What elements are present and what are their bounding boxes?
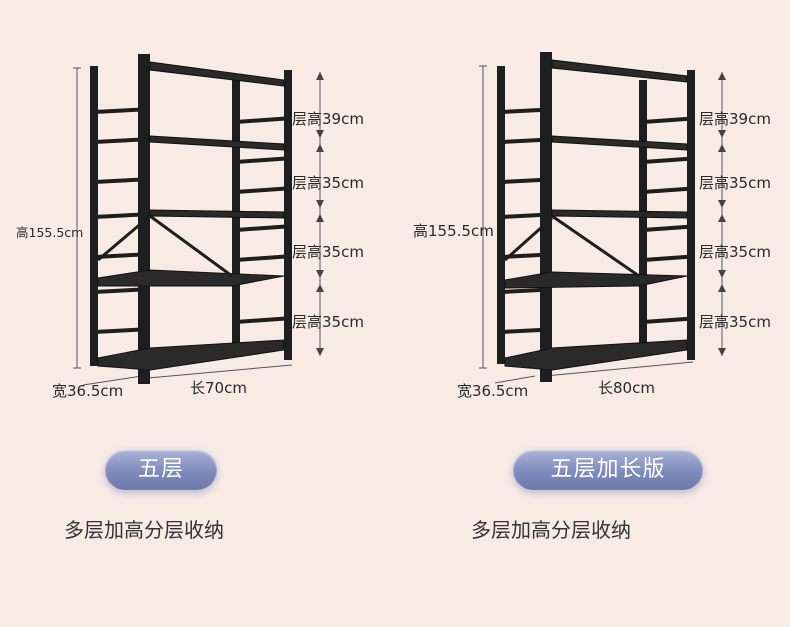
layer-height-label: 层高35cm — [292, 243, 364, 261]
layer-height-label: 层高35cm — [699, 174, 771, 192]
layer-height-label: 层高35cm — [699, 243, 771, 261]
height-label: 高155.5cm — [16, 225, 84, 240]
length-label: 长70cm — [190, 379, 247, 397]
layer-height-label: 层高35cm — [292, 174, 364, 192]
height-label: 高155.5cm — [413, 222, 494, 240]
variant-panel-standard: 高155.5cm 宽36.5cm 长70cm 层高39cm 层高35cm 层高3… — [16, 54, 364, 542]
layer-height-label: 层高35cm — [292, 313, 364, 331]
variant-badge: 五层 — [105, 450, 217, 490]
variant-caption: 多层加高分层收纳 — [64, 518, 224, 542]
shelf-rack-image — [479, 52, 726, 384]
shelf-rack-image — [73, 54, 324, 386]
width-label: 宽36.5cm — [52, 382, 124, 400]
variant-panel-extended: 高155.5cm 宽36.5cm 长80cm 层高39cm 层高35cm 层高3… — [395, 0, 790, 627]
width-label: 宽36.5cm — [457, 382, 529, 400]
layer-height-label: 层高35cm — [699, 313, 771, 331]
length-label: 长80cm — [598, 379, 655, 397]
variant-badge: 五层加长版 — [513, 450, 703, 490]
layer-height-label: 层高39cm — [292, 110, 364, 128]
layer-height-label: 层高39cm — [699, 110, 771, 128]
variant-caption: 多层加高分层收纳 — [471, 518, 631, 542]
